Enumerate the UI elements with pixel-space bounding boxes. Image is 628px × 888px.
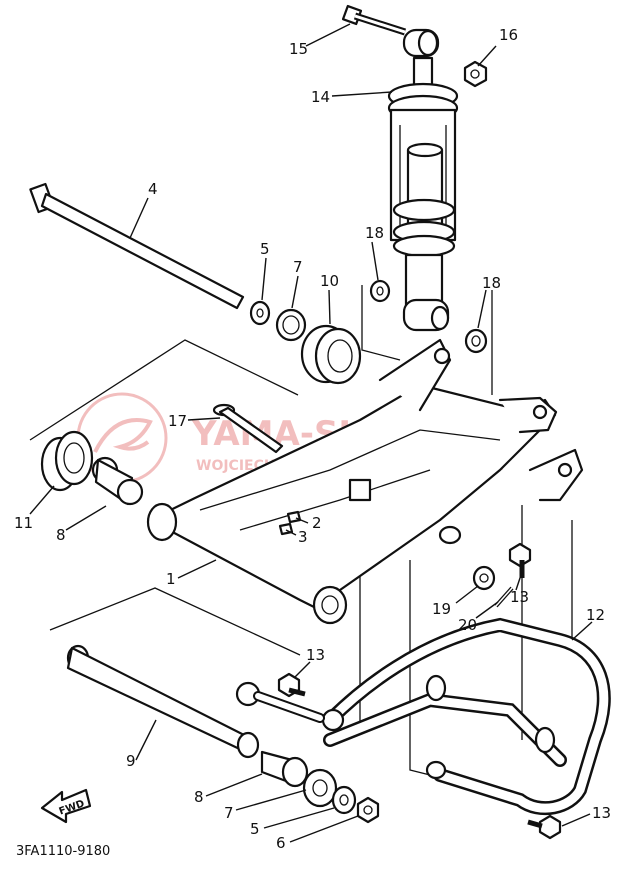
callout-5-lower: 5 (250, 820, 260, 838)
callout-13-upper: 13 (510, 588, 529, 606)
part-6-nut (356, 796, 380, 824)
callout-3: 3 (298, 528, 308, 546)
part-13-bolt-upper (508, 542, 532, 578)
callout-6: 6 (276, 834, 286, 852)
part-7-oil-seal-upper (275, 308, 307, 342)
diagram-code: 3FA1110-9180 (16, 844, 110, 859)
callout-5-upper: 5 (260, 240, 270, 258)
part-1-swingarm (146, 338, 584, 625)
callout-11: 11 (14, 514, 33, 532)
callout-20: 20 (458, 616, 477, 634)
part-5-washer-upper (249, 300, 271, 326)
part-11-bushing (40, 430, 94, 492)
callout-4: 4 (148, 180, 158, 198)
part-13-bolt-lower (527, 814, 562, 840)
callout-10: 10 (320, 272, 339, 290)
callout-7-lower: 7 (224, 804, 234, 822)
part-17-pin (212, 403, 284, 454)
part-2-bolt (286, 510, 302, 524)
callout-17: 17 (168, 412, 187, 430)
part-16-nut (463, 60, 488, 88)
callout-1: 1 (166, 570, 176, 588)
part-19-washer (472, 565, 496, 591)
part-7-oil-seal-lower (302, 768, 338, 808)
callout-13-left: 13 (306, 646, 325, 664)
part-10-bearing (300, 324, 362, 385)
callout-8-lower: 8 (194, 788, 204, 806)
callout-numbers: 15 16 14 4 5 7 10 18 18 17 11 8 2 3 1 19… (14, 26, 611, 852)
callout-7-upper: 7 (293, 258, 303, 276)
callout-15: 15 (289, 40, 308, 58)
callout-12: 12 (586, 606, 605, 624)
part-9-shaft (66, 644, 260, 759)
callout-14: 14 (311, 88, 330, 106)
leader-lines (29, 23, 593, 843)
part-8-bushing-lower (260, 750, 309, 788)
part-14-shock-absorber (387, 28, 459, 332)
callout-18-right: 18 (482, 274, 501, 292)
part-15-bolt (341, 4, 407, 36)
callout-18-left: 18 (365, 224, 384, 242)
part-13-bolt-left (277, 672, 306, 698)
callout-8-upper: 8 (56, 526, 66, 544)
fwd-arrow-icon: FWD (40, 788, 92, 824)
callout-19: 19 (432, 600, 451, 618)
callout-2: 2 (312, 514, 322, 532)
part-4-pivot-shaft (29, 182, 245, 310)
callout-13-lower: 13 (592, 804, 611, 822)
callout-9: 9 (126, 752, 136, 770)
callout-16: 16 (499, 26, 518, 44)
part-8-bushing-upper (91, 456, 144, 506)
part-18-collar-right (464, 328, 488, 354)
part-18-collar-left (369, 279, 391, 303)
part-5-washer-lower (331, 785, 357, 815)
part-20-cotter-pin (494, 586, 514, 608)
part-12-guard-frame (235, 617, 611, 816)
